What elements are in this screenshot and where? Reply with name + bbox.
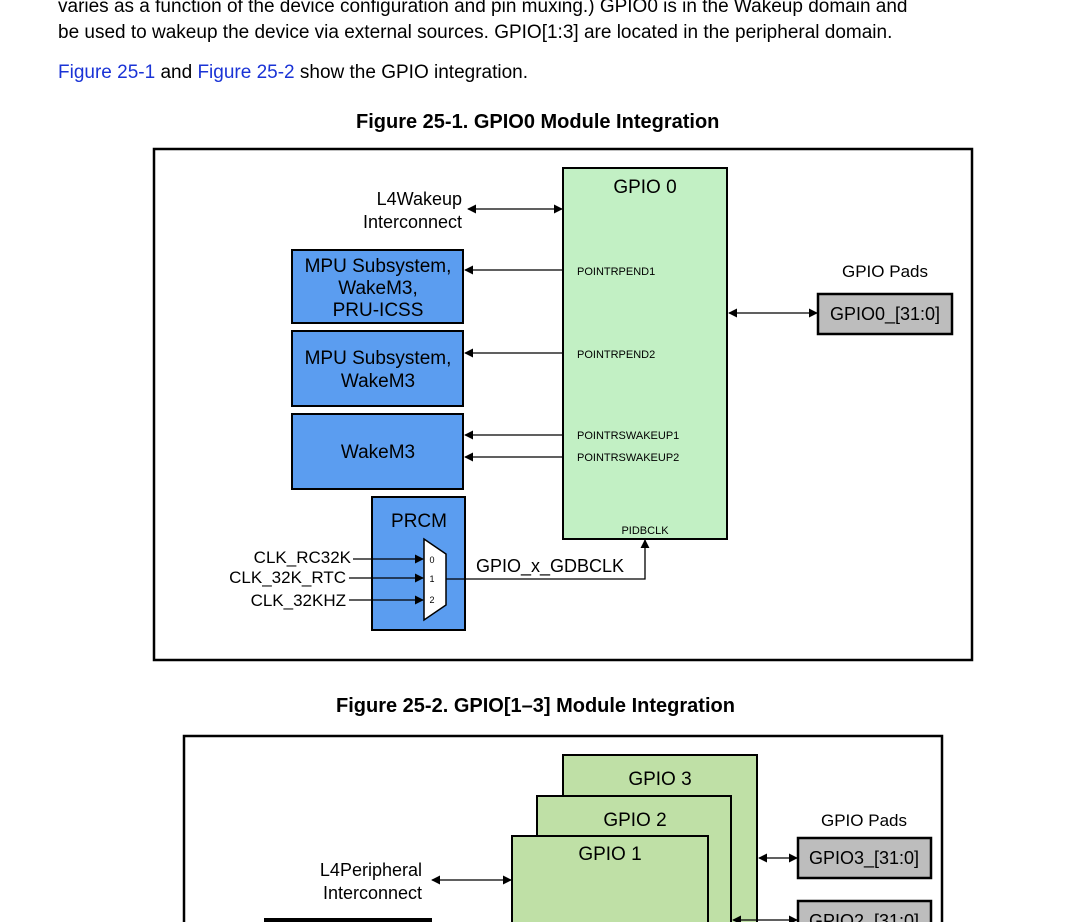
l4wakeup-label: L4Wakeup <box>377 189 462 209</box>
figure-25-2-link[interactable]: Figure 25-2 <box>197 62 295 83</box>
clk-32khz-label: CLK_32KHZ <box>251 591 346 610</box>
gpio2-pad-label: GPIO2_[31:0] <box>809 911 919 922</box>
l4wakeup-interconnect-label: Interconnect <box>363 212 462 232</box>
block2-line2: WakeM3 <box>341 371 415 392</box>
clk-32k-rtc-label: CLK_32K_RTC <box>229 568 346 587</box>
gdbclk-wire <box>446 539 650 580</box>
mux-input-2: 2 <box>429 595 434 605</box>
clk-rc32k-label: CLK_RC32K <box>254 548 352 567</box>
pointrpend1-label: POINTRPEND1 <box>577 266 655 278</box>
gpio3-label: GPIO 3 <box>628 769 691 790</box>
line3-rest: show the GPIO integration. <box>294 62 529 83</box>
figure-25-1-link[interactable]: Figure 25-1 <box>58 62 156 83</box>
gpio3-pad-label: GPIO3_[31:0] <box>809 848 919 869</box>
block-wakem3 <box>291 413 464 490</box>
block3-line1: WakeM3 <box>341 442 415 463</box>
block-mpu-wakem3-pru <box>291 249 464 324</box>
paragraph-line-1: varies as a function of the device confi… <box>58 0 908 17</box>
gpio-pads-label-fig2: GPIO Pads <box>821 811 907 830</box>
gpio-pads-label-fig1: GPIO Pads <box>842 262 928 281</box>
figure1-title: Figure 25-1. GPIO0 Module Integration <box>356 111 720 133</box>
figure2-title: Figure 25-2. GPIO[1–3] Module Integratio… <box>336 695 735 717</box>
gpio0-label: GPIO 0 <box>613 177 676 198</box>
and-text: and <box>155 62 198 83</box>
gpio3-pad <box>796 836 933 880</box>
mux-input-1: 1 <box>429 574 434 584</box>
figure2-frame <box>182 734 944 922</box>
paragraph-line-2: be used to wakeup the device via externa… <box>58 22 893 43</box>
block-mpu-wakem3 <box>291 330 464 407</box>
paragraph-line-3: Figure 25-1 and Figure 25-2 show the GPI… <box>58 61 528 84</box>
block1-line3: PRU-ICSS <box>333 300 424 321</box>
figure1-frame <box>152 147 974 662</box>
block1-line2: WakeM3, <box>338 278 418 299</box>
gpio1-label: GPIO 1 <box>578 844 641 865</box>
pointrpend2-label: POINTRPEND2 <box>577 349 655 361</box>
prcm-label: PRCM <box>391 511 447 532</box>
l4peripheral-label: L4Peripheral <box>320 860 422 880</box>
clock-mux <box>423 537 447 622</box>
gpio2-label: GPIO 2 <box>603 810 666 831</box>
pointrswakeup2-label: POINTRSWAKEUP2 <box>577 452 679 464</box>
gpio0-module <box>562 167 728 540</box>
gpio0-pad-label: GPIO0_[31:0] <box>830 304 940 325</box>
gpio1-module <box>511 835 709 922</box>
block2-line1: MPU Subsystem, <box>305 348 452 369</box>
l4peripheral-interconnect-label: Interconnect <box>323 883 422 903</box>
block1-line1: MPU Subsystem, <box>305 256 452 277</box>
gpio2-pad <box>796 899 933 922</box>
prcm-block <box>371 496 466 631</box>
mux-input-0: 0 <box>429 555 434 565</box>
gdbclk-label: GPIO_x_GDBCLK <box>476 556 624 577</box>
pointrswakeup1-label: POINTRSWAKEUP1 <box>577 430 679 442</box>
left-block-edge <box>264 918 432 922</box>
pidbclk-label: PIDBCLK <box>621 525 669 537</box>
gpio0-pad <box>816 292 954 336</box>
